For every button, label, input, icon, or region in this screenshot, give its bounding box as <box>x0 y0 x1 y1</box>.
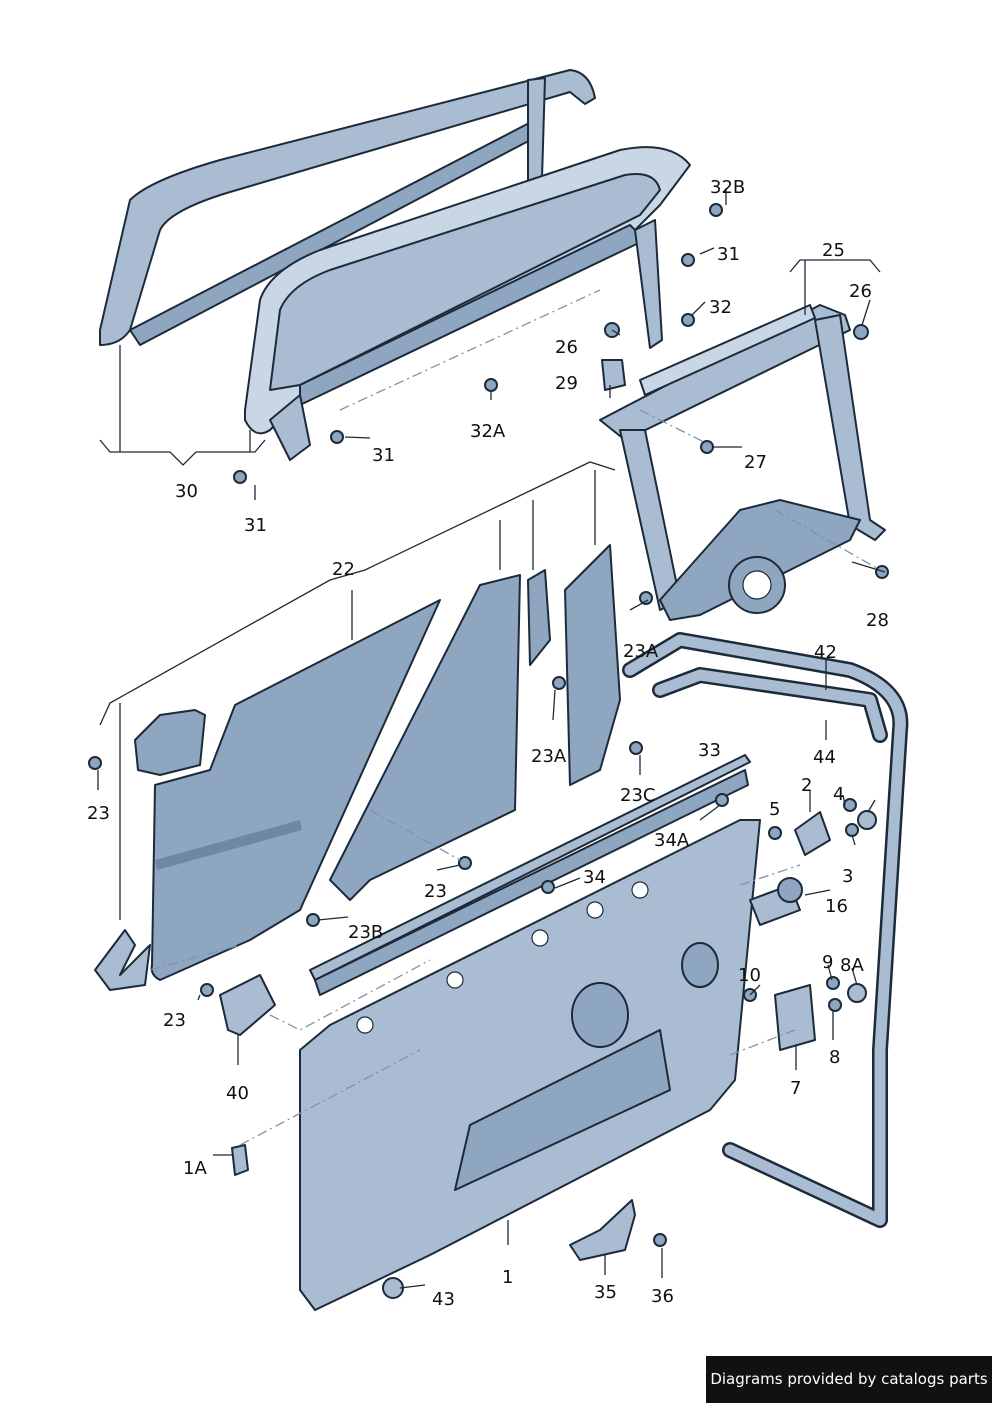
callout-8: 8 <box>829 1047 840 1068</box>
callout-23a-upper: 23A <box>623 641 659 662</box>
hinge-upper <box>794 811 831 856</box>
rubber-buffer <box>601 322 869 391</box>
callout-36: 36 <box>651 1286 674 1307</box>
callout-43: 43 <box>432 1289 455 1310</box>
callout-31-top: 31 <box>717 244 740 265</box>
callout-33: 33 <box>698 740 721 761</box>
callout-23b: 23B <box>348 922 383 943</box>
cap-1a <box>231 1144 249 1176</box>
rubber-plug <box>382 810 877 1299</box>
window-frame-inner <box>244 146 691 461</box>
callout-32b: 32B <box>710 177 745 198</box>
callout-29: 29 <box>555 373 578 394</box>
door-trim-panel-center <box>329 574 521 901</box>
door-trim-panel-left <box>150 599 441 981</box>
callout-25: 25 <box>822 240 845 261</box>
callout-27: 27 <box>744 452 767 473</box>
callout-44: 44 <box>813 747 836 768</box>
callout-10: 10 <box>738 965 761 986</box>
callout-30: 30 <box>175 481 198 502</box>
door-inner-panel <box>299 819 761 1311</box>
bracket-40 <box>219 974 276 1036</box>
callout-23a-lower: 23A <box>531 746 567 767</box>
bolt-icons <box>88 203 889 1247</box>
callout-23c: 23C <box>620 785 655 806</box>
mount-bracket-lower-left <box>94 929 151 991</box>
callout-31-low: 31 <box>244 515 267 536</box>
callout-23-lower: 23 <box>163 1010 186 1031</box>
callout-16: 16 <box>825 896 848 917</box>
callout-4: 4 <box>833 784 844 805</box>
callout-32: 32 <box>709 297 732 318</box>
credit-banner: Diagrams provided by catalogs parts <box>706 1356 992 1403</box>
callout-35: 35 <box>594 1282 617 1303</box>
bracket-23b <box>134 709 206 776</box>
callout-22: 22 <box>332 559 355 580</box>
callout-34a: 34A <box>654 830 690 851</box>
callout-1: 1 <box>502 1267 513 1288</box>
credit-text: Diagrams provided by catalogs parts <box>710 1370 988 1388</box>
callout-26-left: 26 <box>555 337 578 358</box>
window-belt-strip <box>309 754 751 996</box>
leader-lines <box>97 188 886 1289</box>
callout-8a: 8A <box>840 955 864 976</box>
assembly-dash-lines <box>149 289 881 1146</box>
callout-28: 28 <box>866 610 889 631</box>
callout-31-mid: 31 <box>372 445 395 466</box>
callout-34: 34 <box>583 867 606 888</box>
callout-1a: 1A <box>183 1158 207 1179</box>
bracket-35 <box>569 1199 636 1261</box>
hinge-lower <box>774 984 816 1051</box>
callout-26-right: 26 <box>849 281 872 302</box>
callout-23-left: 23 <box>87 803 110 824</box>
trim-strip <box>527 544 621 786</box>
callout-labels: 32B 31 32 25 26 26 29 32A 31 27 30 31 22… <box>87 177 889 1310</box>
callout-40: 40 <box>226 1083 249 1104</box>
callout-3: 3 <box>842 866 853 887</box>
door-check-strap <box>749 877 803 926</box>
door-seal <box>622 632 909 1228</box>
callout-7: 7 <box>790 1078 801 1099</box>
callout-5: 5 <box>769 799 780 820</box>
callout-9: 9 <box>822 952 833 973</box>
callout-32a: 32A <box>470 421 506 442</box>
callout-42: 42 <box>814 642 837 663</box>
callout-2: 2 <box>801 775 812 796</box>
window-regulator-frame <box>599 304 886 621</box>
callout-23-center: 23 <box>424 881 447 902</box>
